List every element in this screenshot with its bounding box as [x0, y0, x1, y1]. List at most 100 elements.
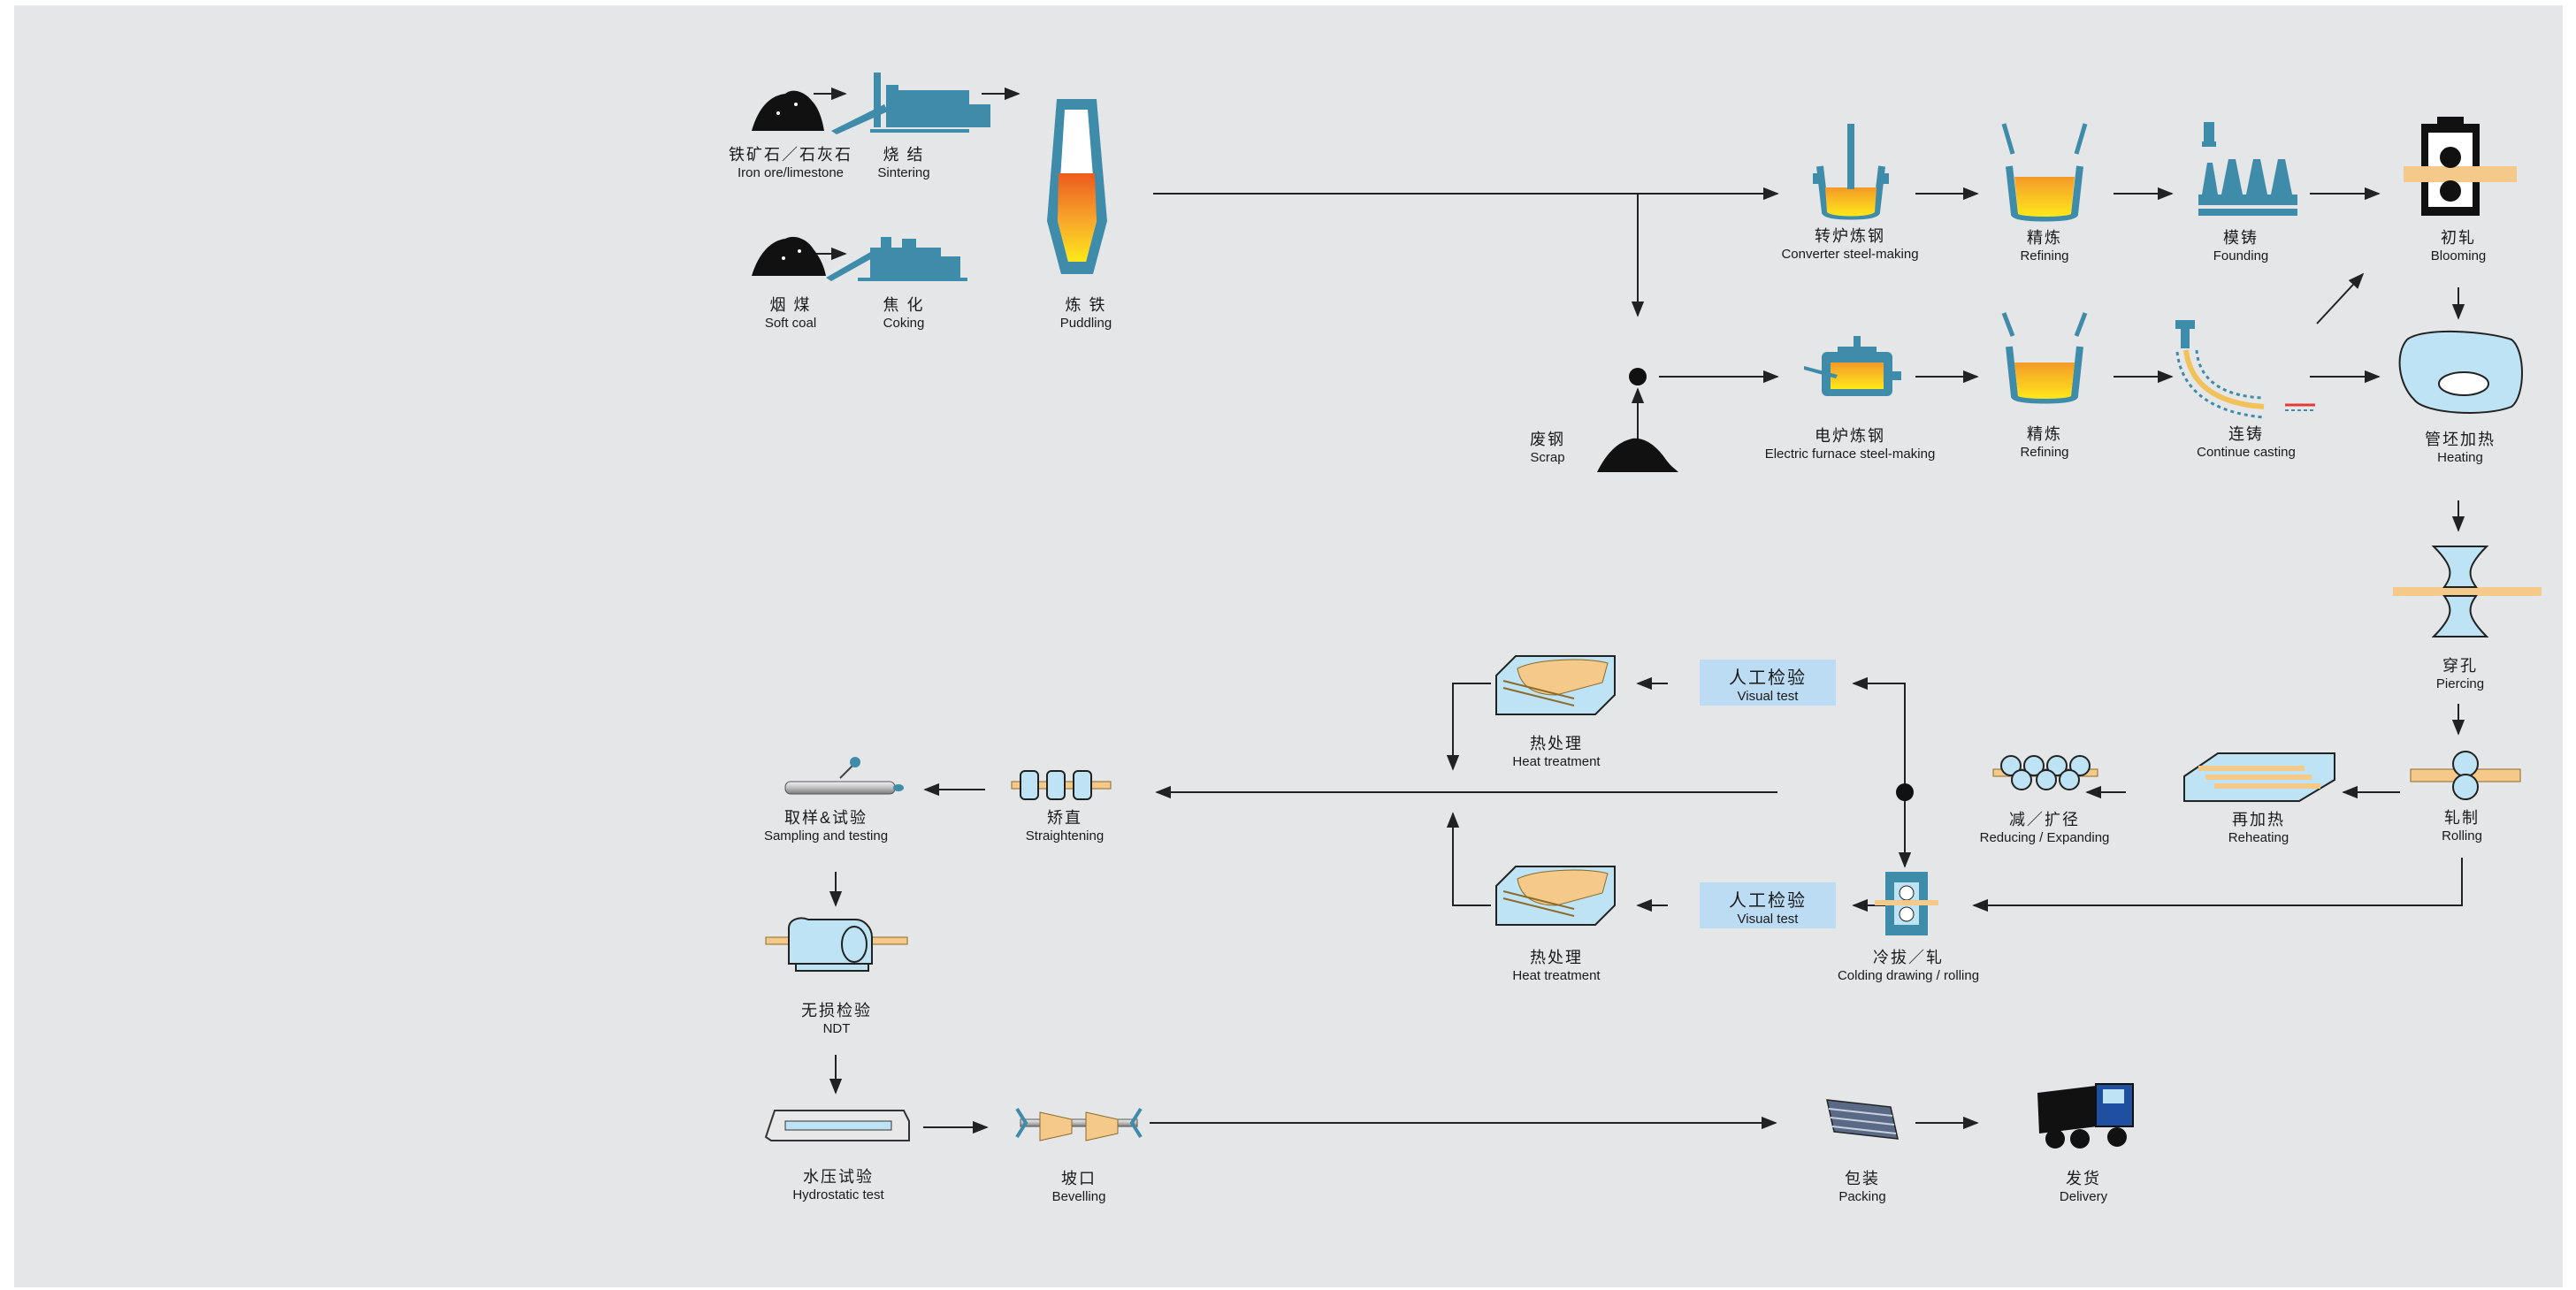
label-zh: 连铸 — [2228, 425, 2264, 443]
label-zh: 再加热 — [2231, 811, 2285, 828]
visual-test-en: Visual test — [1737, 912, 1799, 927]
label-zh: 坡口 — [1061, 1170, 1097, 1187]
ladle-icon — [2001, 312, 2088, 404]
label-zh: 烧 结 — [883, 146, 925, 164]
label-zh: 发货 — [2066, 1170, 2101, 1187]
converter-icon — [1813, 124, 1889, 220]
label-zh: 热处理 — [1530, 949, 1583, 966]
label-en: Heat treatment — [1512, 967, 1601, 983]
label-zh: 穿孔 — [2442, 657, 2478, 675]
label-heating: 管坯加热 Heating — [2425, 430, 2496, 466]
label-en: Colding drawing / rolling — [1837, 967, 1980, 983]
label-reducing: 减／扩径 Reducing / Expanding — [1980, 810, 2110, 846]
label-en: Founding — [2213, 248, 2269, 263]
label-zh: 精炼 — [2026, 425, 2062, 443]
heat-treatment-furnace-icon — [1495, 866, 1616, 926]
visual-test-zh: 人工检验 — [1729, 891, 1807, 911]
label-en: Continue casting — [2197, 444, 2296, 460]
reducing-mill-icon — [1992, 755, 2098, 790]
label-bevelling: 坡口 Bevelling — [1052, 1169, 1106, 1205]
label-en: Packing — [1838, 1188, 1886, 1204]
label-zh: 矫直 — [1047, 809, 1082, 827]
label-colding: 冷拔／轧 Colding drawing / rolling — [1838, 948, 1979, 984]
label-en: Sintering — [877, 164, 930, 180]
label-en: Heat treatment — [1512, 753, 1601, 769]
label-packing: 包装 Packing — [1838, 1169, 1885, 1205]
background-panel — [14, 5, 2563, 1287]
label-en: NDT — [822, 1020, 851, 1036]
label-en: Heating — [2437, 449, 2483, 465]
label-en: Piercing — [2435, 676, 2485, 691]
label-zh: 转炉炼钢 — [1815, 227, 1885, 245]
reheating-furnace-icon — [2183, 752, 2335, 802]
label-en: Hydrostatic test — [792, 1187, 884, 1202]
label-en: Reheating — [2228, 829, 2289, 845]
label-continue-casting: 连铸 Continue casting — [2197, 424, 2296, 461]
junction-dot-rolling — [1896, 783, 1914, 801]
label-piercing: 穿孔 Piercing — [2436, 656, 2484, 692]
label-zh: 炼 铁 — [1065, 296, 1107, 314]
heat-treatment-furnace-icon — [1495, 655, 1616, 715]
label-straightening: 矫直 Straightening — [1026, 808, 1104, 844]
label-en: Rolling — [2442, 828, 2482, 843]
label-iron-ore: 铁矿石／石灰石 Iron ore/limestone — [729, 145, 852, 181]
label-converter: 转炉炼钢 Converter steel-making — [1781, 226, 1918, 263]
label-en: Iron ore/limestone — [737, 164, 845, 180]
label-blooming: 初轧 Blooming — [2431, 228, 2487, 264]
label-sintering: 烧 结 Sintering — [877, 145, 929, 181]
label-refining-bottom: 精炼 Refining — [2020, 424, 2068, 461]
label-zh: 初轧 — [2440, 229, 2476, 247]
cold-drawing-icon — [1875, 872, 1938, 935]
coking-plant-icon — [826, 237, 967, 281]
pipe-bundle-icon — [1826, 1099, 1899, 1140]
label-zh: 管坯加热 — [2425, 431, 2496, 448]
blast-furnace-icon — [1047, 99, 1107, 274]
label-refining-top: 精炼 Refining — [2020, 228, 2068, 264]
label-heat-treatment-bottom: 热处理 Heat treatment — [1512, 948, 1600, 984]
junction-dot-scrap — [1629, 368, 1647, 385]
label-zh: 无损检验 — [801, 1002, 872, 1019]
label-sampling: 取样&试验 Sampling and testing — [764, 808, 888, 844]
label-hydrostatic: 水压试验 Hydrostatic test — [792, 1167, 883, 1203]
label-coking: 焦 化 Coking — [883, 295, 924, 332]
scrap-pile-icon — [1597, 438, 1678, 472]
label-en: Bevelling — [1051, 1188, 1106, 1204]
label-zh: 烟 煤 — [769, 296, 812, 314]
label-zh: 轧制 — [2443, 809, 2480, 827]
label-zh: 模铸 — [2223, 229, 2259, 247]
rolling-mill-icon — [2410, 751, 2521, 800]
label-en: Refining — [2020, 444, 2069, 460]
label-zh: 焦 化 — [883, 296, 925, 314]
electric-furnace-icon — [1804, 336, 1901, 396]
truck-icon — [2037, 1083, 2134, 1149]
label-en: Straightening — [1025, 828, 1105, 843]
label-zh: 取样&试验 — [784, 809, 868, 827]
label-zh: 冷拔／轧 — [1873, 949, 1944, 966]
label-zh: 包装 — [1845, 1170, 1880, 1187]
visual-test-box-top: 人工检验 Visual test — [1700, 660, 1836, 706]
straightener-icon — [1011, 770, 1112, 800]
label-heat-treatment-top: 热处理 Heat treatment — [1512, 734, 1600, 770]
coal-pile-icon — [752, 236, 826, 276]
label-reheating: 再加热 Reheating — [2228, 810, 2289, 846]
sintering-plant-icon — [831, 73, 990, 134]
label-en: Electric furnace steel-making — [1764, 446, 1936, 462]
label-en: Refining — [2020, 248, 2069, 263]
blooming-mill-icon — [2404, 117, 2517, 216]
label-ndt: 无损检验 NDT — [801, 1001, 872, 1037]
flow-connectors — [814, 87, 2465, 1134]
label-puddling: 炼 铁 Puddling — [1060, 295, 1112, 332]
visual-test-en: Visual test — [1737, 689, 1799, 704]
label-en: Reducing / Expanding — [1979, 829, 2110, 845]
label-en: Converter steel-making — [1781, 246, 1919, 262]
ore-pile-icon — [752, 90, 824, 131]
label-electric-furnace: 电炉炼钢 Electric furnace steel-making — [1765, 426, 1936, 462]
label-en: Puddling — [1059, 315, 1112, 331]
continuous-caster-icon — [2175, 320, 2315, 419]
label-en: Sampling and testing — [763, 828, 889, 843]
label-en: Coking — [883, 315, 925, 331]
ndt-icon — [765, 917, 908, 972]
sampling-icon — [784, 757, 904, 795]
visual-test-box-bottom: 人工检验 Visual test — [1700, 882, 1836, 928]
